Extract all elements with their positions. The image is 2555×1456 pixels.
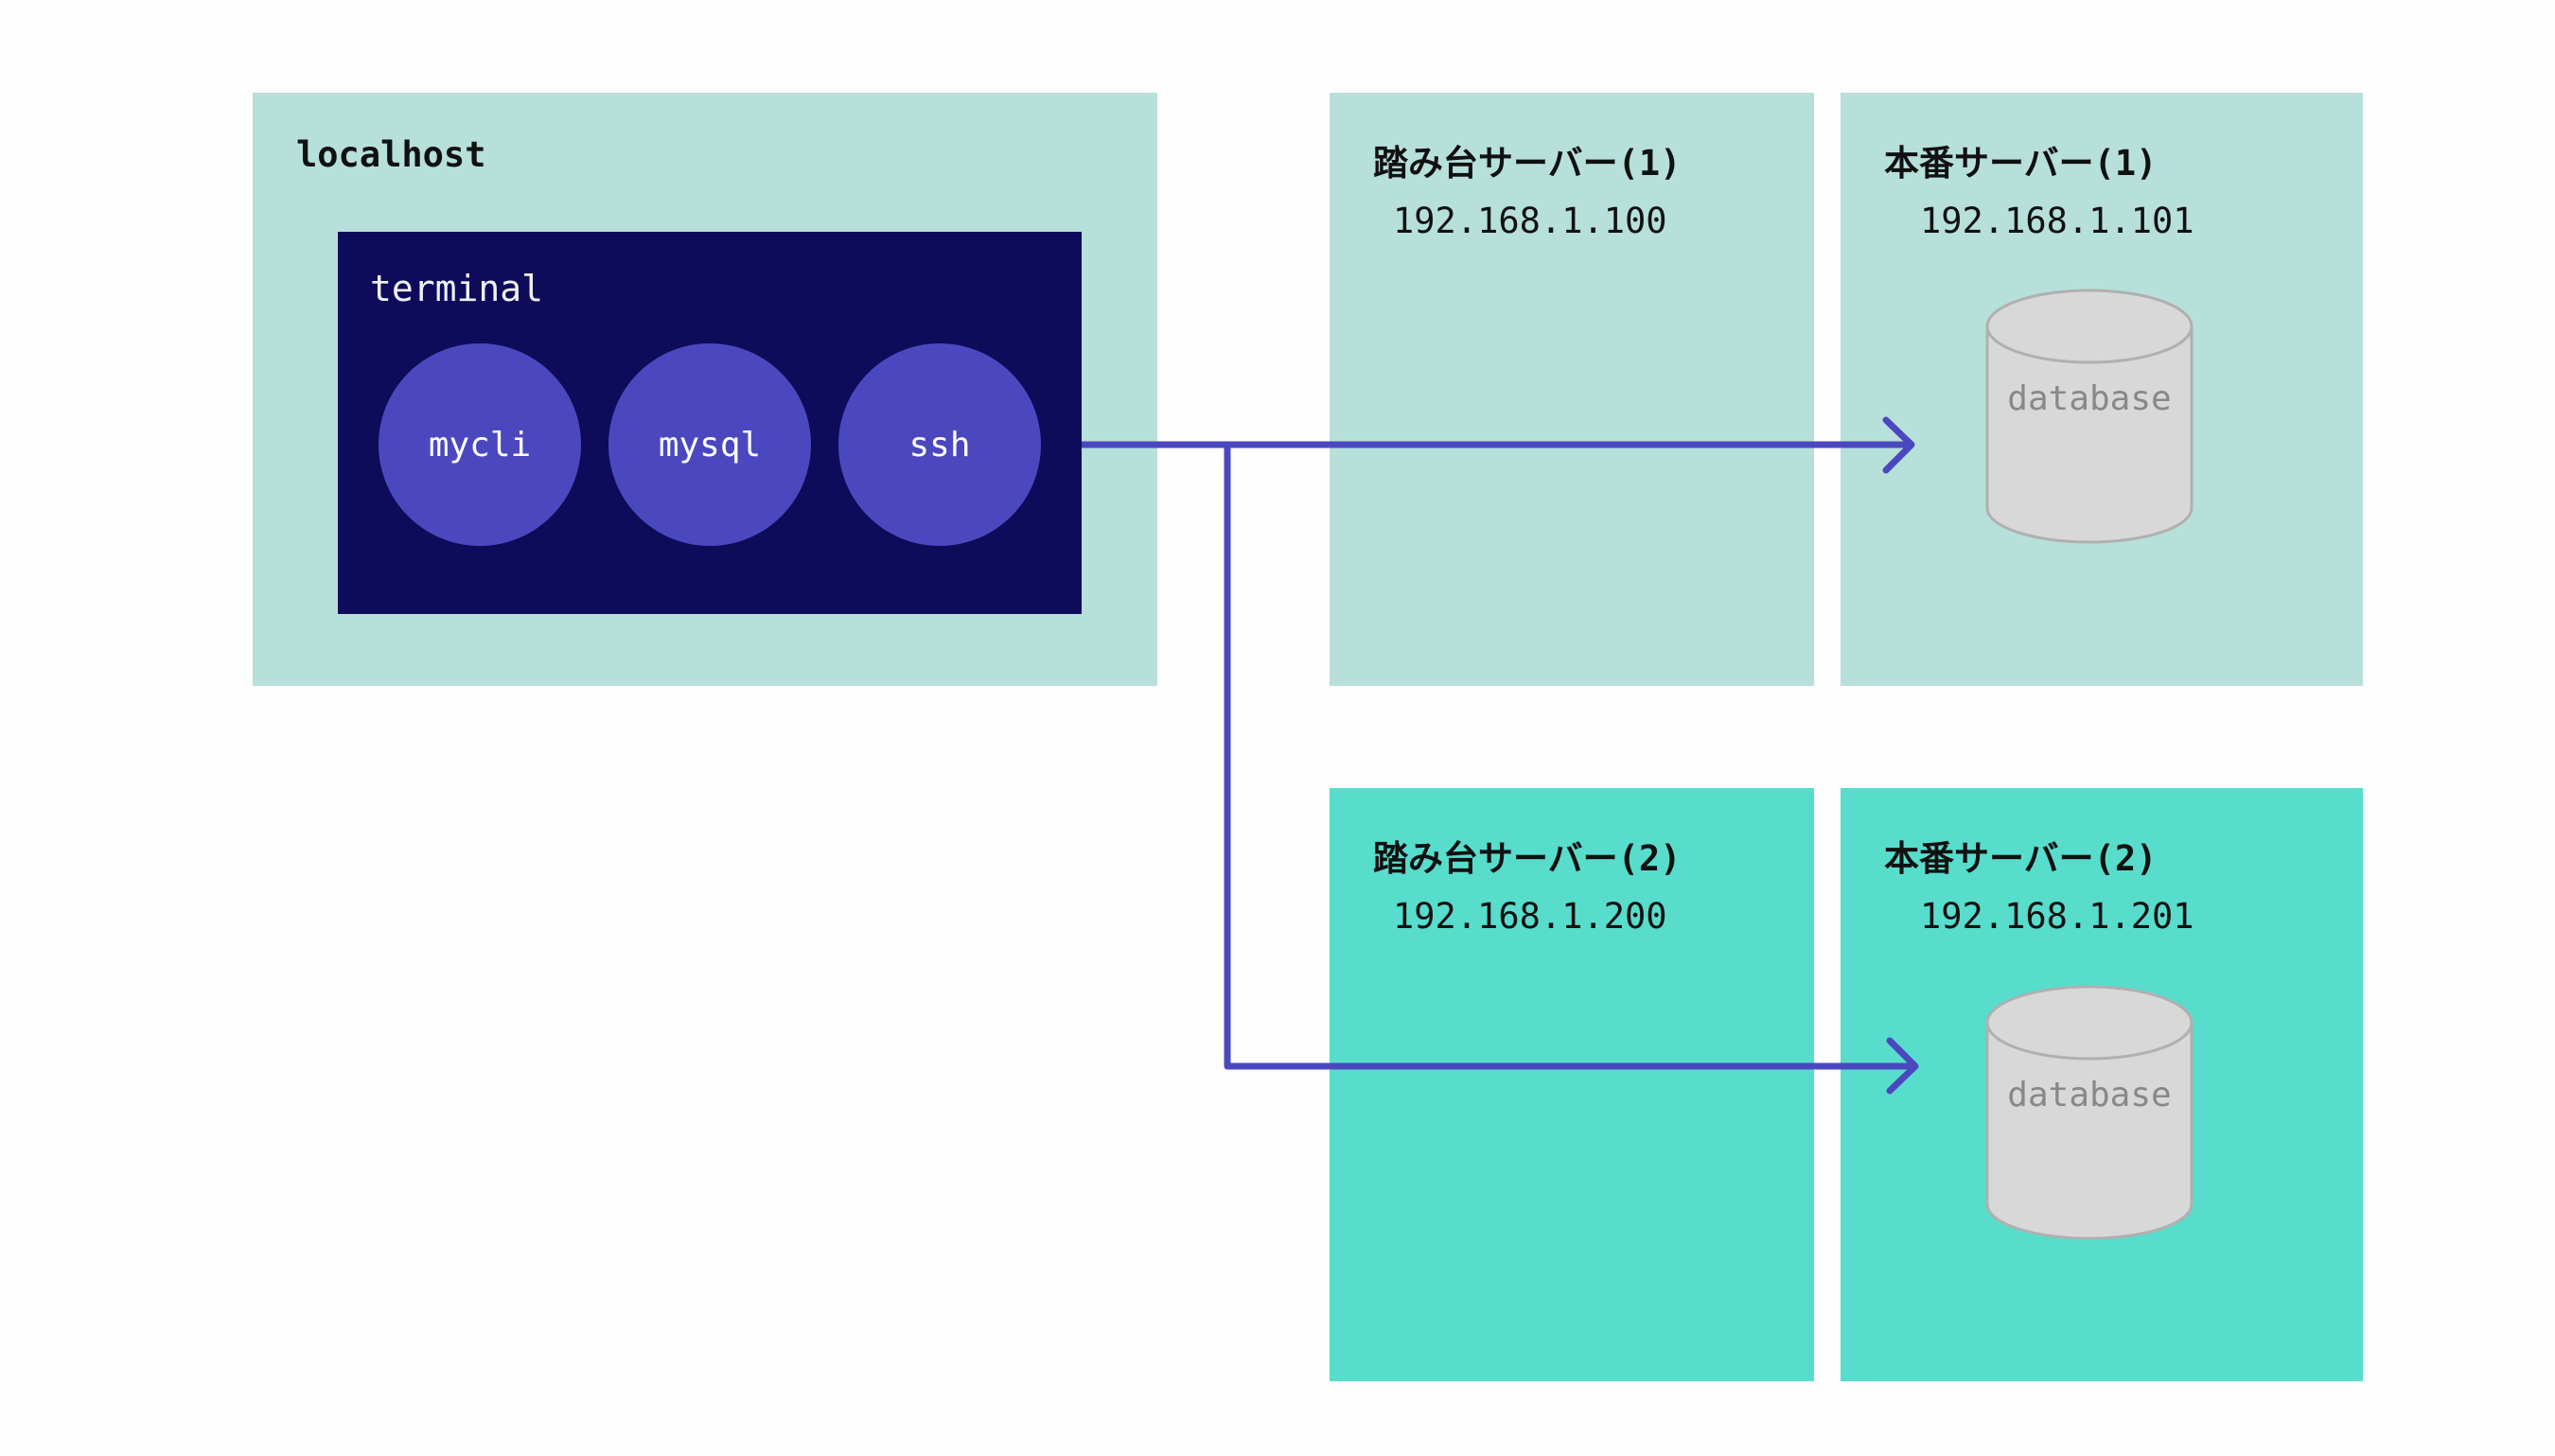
ssh-process-node: ssh: [838, 343, 1041, 546]
production-server-2-ip: 192.168.1.201: [1920, 896, 2194, 937]
production-server-1-ip: 192.168.1.101: [1920, 201, 2194, 241]
database-label: database: [2007, 1076, 2172, 1114]
database-icon: [1985, 985, 2194, 1240]
production-server-2-title: 本番サーバー(2): [1884, 838, 2158, 879]
mycli-process-node: mycli: [379, 343, 581, 546]
database-label: database: [2007, 379, 2172, 418]
database-cylinder-1: database: [1983, 289, 2195, 546]
production-server-1-title: 本番サーバー(1): [1884, 143, 2158, 184]
mysql-process-node: mysql: [608, 343, 811, 546]
bastion-server-2-box: 踏み台サーバー(2) 192.168.1.200: [1330, 788, 1814, 1381]
terminal-label: terminal: [370, 268, 544, 309]
bastion-server-1-box: 踏み台サーバー(1) 192.168.1.100: [1330, 93, 1814, 686]
bastion-server-1-ip: 192.168.1.100: [1393, 201, 1667, 241]
arrowhead-production-1: [1882, 416, 1915, 474]
arrowhead-production-2: [1886, 1037, 1919, 1095]
database-icon: [1985, 289, 2194, 544]
database-cylinder-2: database: [1983, 985, 2195, 1242]
terminal-window: terminal mycli mysql ssh: [338, 232, 1082, 614]
bastion-server-2-ip: 192.168.1.200: [1393, 896, 1667, 937]
route-to-production-2: [1224, 441, 1917, 1070]
bastion-server-2-title: 踏み台サーバー(2): [1373, 838, 1682, 879]
bastion-server-1-title: 踏み台サーバー(1): [1373, 143, 1682, 184]
localhost-title: localhost: [296, 134, 486, 175]
